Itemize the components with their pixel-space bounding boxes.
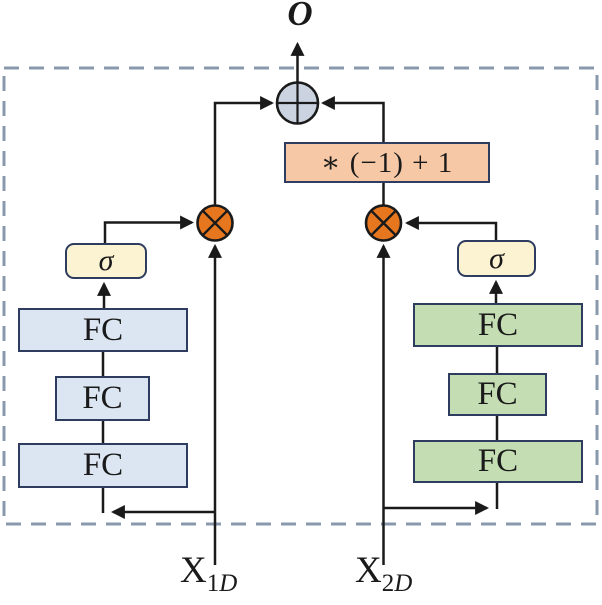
input-label-x1d: X1D bbox=[180, 549, 237, 597]
left-to-add-connector bbox=[213, 96, 275, 206]
fc-layer-left-2: FC bbox=[55, 376, 150, 421]
fc-layer-left-1: FC bbox=[18, 308, 188, 352]
x2d-sub-letter: D bbox=[394, 570, 413, 597]
fc-layer-left-3: FC bbox=[18, 443, 188, 488]
x2d-base: X bbox=[355, 550, 382, 591]
multiply-node-left-icon bbox=[196, 204, 234, 242]
output-label: O bbox=[287, 0, 313, 33]
scale-box: ∗ (−1) + 1 bbox=[284, 142, 490, 183]
x1d-sub-num: 1 bbox=[206, 570, 220, 597]
sigma-box-right: σ bbox=[457, 240, 536, 277]
add-node-icon bbox=[275, 81, 320, 125]
multiply-node-right-icon bbox=[364, 204, 403, 242]
x1d-base: X bbox=[180, 550, 207, 591]
x2d-sub-num: 2 bbox=[381, 570, 395, 597]
fc-layer-right-1: FC bbox=[413, 303, 583, 347]
scale-to-add-connector bbox=[320, 96, 385, 142]
left-sigma-to-multiply bbox=[103, 215, 195, 243]
right-sigma-to-multiply bbox=[404, 216, 498, 240]
x1d-sub-letter: D bbox=[219, 570, 238, 597]
input-label-x2d: X2D bbox=[355, 549, 412, 597]
fc-layer-right-3: FC bbox=[413, 440, 583, 483]
fc-layer-right-2: FC bbox=[448, 373, 547, 416]
connector-lines bbox=[97, 41, 503, 565]
sigma-box-left: σ bbox=[65, 243, 147, 279]
